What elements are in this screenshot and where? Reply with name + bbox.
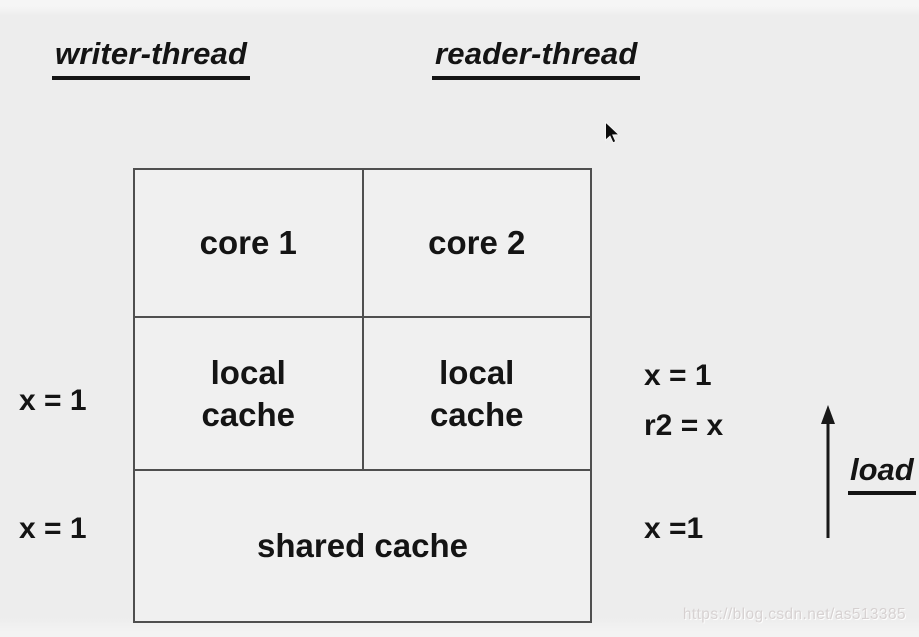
local-cache2-label: local cache [429,354,524,433]
mouse-cursor-icon [604,120,621,151]
reader-local-annotation-2: r2 = x [644,409,724,442]
shared-cache-cell: shared cache [135,471,590,621]
core1-cell: core 1 [135,170,364,316]
shared-cache-row: shared cache [135,471,590,621]
shared-cache-label: shared cache [257,527,468,565]
load-label: load [848,452,916,495]
reader-shared-annotation: x =1 [644,512,704,545]
reader-thread-header: reader-thread [432,36,641,80]
writer-thread-header: writer-thread [52,36,251,80]
core-row: core 1 core 2 [135,170,590,318]
local-cache1-label: local cache [201,354,296,433]
writer-local-annotation: x = 1 [19,384,87,417]
cpu-cache-diagram: core 1 core 2 local cache local cache sh… [133,168,592,623]
local-cache-row: local cache local cache [135,318,590,471]
load-up-arrow-icon [816,405,840,546]
local-cache2-cell: local cache [364,318,591,469]
core2-cell: core 2 [364,170,591,316]
local-cache1-cell: local cache [135,318,364,469]
reader-local-annotation-1: x = 1 [644,359,712,392]
watermark-url: https://blog.csdn.net/as513385 [682,606,906,623]
writer-shared-annotation: x = 1 [19,512,87,545]
core2-label: core 2 [428,224,526,262]
core1-label: core 1 [199,224,297,262]
